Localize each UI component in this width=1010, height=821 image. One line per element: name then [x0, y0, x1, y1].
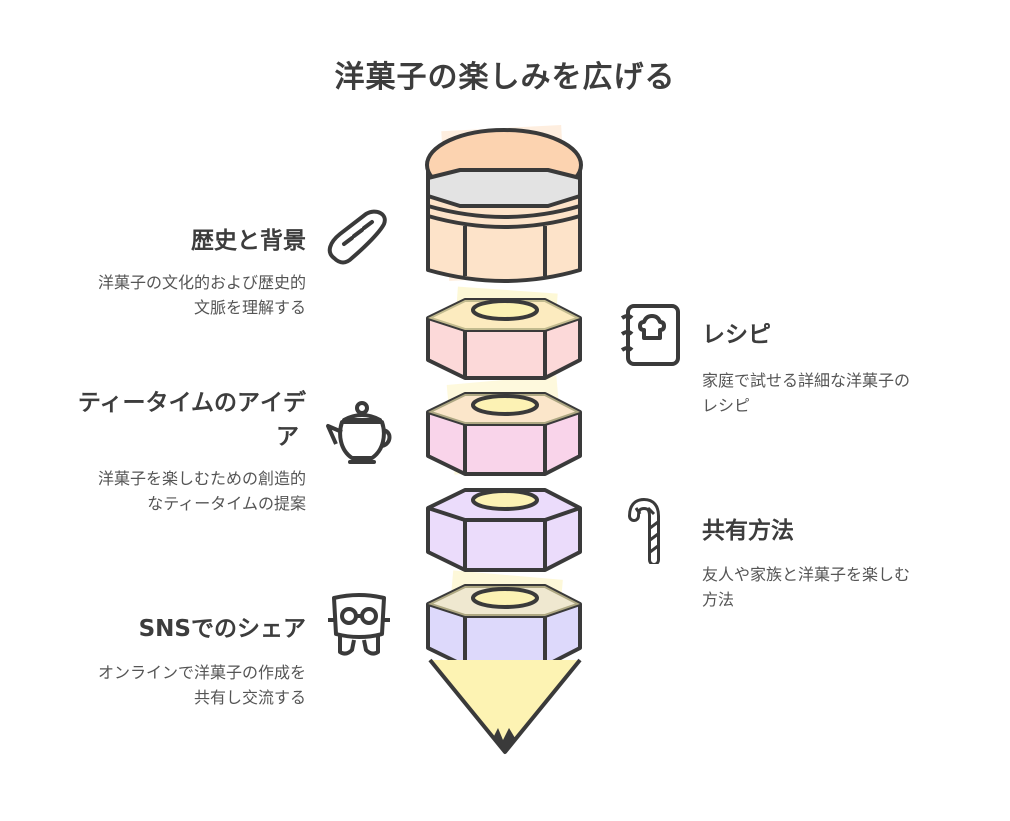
segment-3 — [426, 488, 582, 572]
heading-sns: SNSでのシェア — [138, 616, 306, 642]
pencil-tip — [428, 658, 582, 754]
desc-sns-line-1: オンラインで洋菓子の作成を — [97, 663, 306, 682]
desc-teatime: 洋菓子を楽しむための創造的 なティータイムの提案 — [20, 466, 306, 516]
page-title: 洋菓子の楽しみを広げる — [334, 60, 676, 95]
heading-teatime-line-2: ア — [276, 424, 299, 450]
desc-history-line-2: 文脈を理解する — [193, 298, 306, 317]
segment-4 — [426, 584, 582, 668]
segment-1 — [426, 298, 582, 380]
desc-recipe-line-2: レシピ — [702, 396, 751, 415]
desc-share-line-2: 方法 — [702, 590, 735, 609]
desc-sns-line-2: 共有し交流する — [193, 688, 306, 707]
desc-history-line-1: 洋菓子の文化的および歴史的 — [97, 273, 306, 292]
desc-history: 洋菓子の文化的および歴史的 文脈を理解する — [20, 270, 306, 320]
desc-share: 友人や家族と洋菓子を楽しむ 方法 — [702, 562, 992, 612]
heading-history: 歴史と背景 — [191, 228, 306, 254]
desc-recipe: 家庭で試せる詳細な洋菓子の レシピ — [702, 368, 992, 418]
desc-sns: オンラインで洋菓子の作成を 共有し交流する — [20, 660, 306, 710]
desc-teatime-line-2: なティータイムの提案 — [147, 494, 306, 513]
candy-cane-icon — [628, 497, 660, 564]
heading-teatime-line-1: ティータイムのアイデ — [77, 390, 306, 416]
teapot-icon — [326, 401, 392, 464]
baguette-icon — [327, 209, 387, 265]
desc-share-line-1: 友人や家族と洋菓子を楽しむ — [702, 565, 911, 584]
desc-recipe-line-1: 家庭で試せる詳細な洋菓子の — [702, 371, 911, 390]
desc-teatime-line-1: 洋菓子を楽しむための創造的 — [97, 469, 306, 488]
cake-face-icon — [328, 593, 390, 656]
heading-teatime: ティータイムのアイデ ア — [30, 386, 306, 454]
eraser-cap — [425, 128, 583, 283]
segment-2 — [426, 392, 582, 476]
heading-recipe: レシピ — [702, 322, 771, 348]
recipe-book-icon — [620, 304, 680, 366]
heading-share: 共有方法 — [702, 518, 794, 544]
